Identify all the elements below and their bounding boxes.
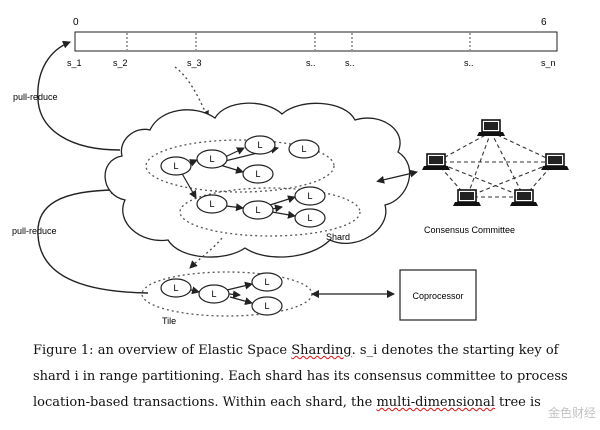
- node-label: L: [307, 213, 312, 223]
- tile-tree-edges: [190, 281, 253, 306]
- split-label: s..: [464, 58, 474, 68]
- node-label: L: [264, 301, 269, 311]
- shard-tree-node: L: [294, 186, 326, 206]
- tile-tree-node: L: [198, 284, 230, 304]
- shard-tree-node: L: [288, 139, 320, 159]
- split-label: s_1: [67, 58, 82, 68]
- split-label: s_2: [113, 58, 128, 68]
- committee-laptop-icon: [509, 189, 539, 207]
- tile-tree-node: L: [251, 272, 283, 292]
- pull-reduce-arrow-bottom: [37, 186, 149, 294]
- node-label: L: [209, 199, 214, 209]
- committee-laptop-icon: [452, 189, 482, 207]
- pull-reduce-bottom-label: pull-reduce: [12, 226, 57, 236]
- coprocessor-box: [399, 269, 477, 321]
- pull-reduce-top-label: pull-reduce: [13, 92, 58, 102]
- figure-caption: Figure 1: an overview of Elastic Space S…: [33, 338, 593, 428]
- node-label: L: [209, 154, 214, 164]
- node-label: L: [173, 283, 178, 293]
- split-label: s..: [306, 58, 316, 68]
- committee-laptop-icon: [540, 153, 570, 171]
- shard-tree-node: L: [242, 164, 274, 184]
- coprocessor-label: Coprocessor: [412, 291, 463, 301]
- tile-label: Tile: [162, 316, 176, 326]
- split-label: s_3: [187, 58, 202, 68]
- committee-laptop-icon: [476, 119, 506, 137]
- split-label: s..: [345, 58, 355, 68]
- committee-links: [435, 131, 556, 198]
- caption-line: shard i in range partitioning. Each shar…: [33, 369, 568, 384]
- shard-label: Shard: [326, 232, 350, 242]
- node-label: L: [264, 277, 269, 287]
- node-label: L: [257, 140, 262, 150]
- keyspace-end-label: 6: [541, 17, 547, 28]
- tile-tree-node: L: [160, 278, 192, 298]
- shard-tree-node: L: [244, 135, 276, 155]
- node-label: L: [211, 289, 216, 299]
- shard-tree-node: L: [242, 200, 274, 220]
- watermark-logo: 金色财经: [548, 406, 597, 420]
- node-label: L: [301, 144, 306, 154]
- committee-label: Consensus Committee: [424, 225, 515, 235]
- caption-line: Figure 1: an overview of Elastic Space S…: [33, 343, 559, 358]
- node-label: L: [255, 205, 260, 215]
- shard-tree-node: L: [160, 156, 192, 176]
- keyspace-bar: [74, 31, 558, 52]
- shard-to-tile-arrow: [189, 237, 223, 269]
- shard-tree-node: L: [196, 149, 228, 169]
- pull-reduce-arrow-top: [37, 40, 121, 151]
- elastic-sharding-diagram: 0 6 s_1 s_2 s_3 s.. s.. s.. s_n pull-red…: [12, 17, 570, 326]
- shard-tree-node: L: [196, 194, 228, 214]
- caption-line: location-based transactions. Within each…: [33, 395, 541, 410]
- split-label: s_n: [541, 58, 556, 68]
- node-label: L: [307, 191, 312, 201]
- node-label: L: [255, 169, 260, 179]
- committee-laptop-icon: [421, 153, 451, 171]
- keyspace-start-label: 0: [73, 17, 79, 28]
- node-label: L: [173, 161, 178, 171]
- tile-tree-node: L: [251, 296, 283, 316]
- shard-committee-arrow: [376, 169, 418, 184]
- shard-subtree-group: [145, 139, 335, 193]
- shard-tree-node: L: [294, 208, 326, 228]
- shard-subtree-group: [179, 187, 361, 237]
